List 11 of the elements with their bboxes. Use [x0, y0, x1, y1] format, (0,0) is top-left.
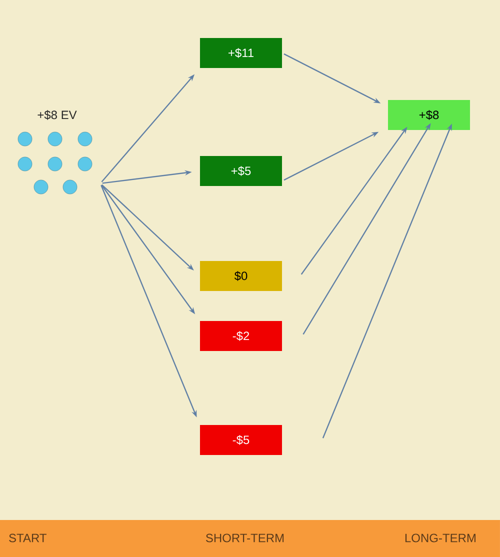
timeline-label: START	[9, 534, 46, 542]
node-label: +$8 EV	[38, 110, 77, 120]
timeline-label: LONG-TERM	[405, 534, 476, 542]
outcome-box: -$5	[200, 425, 282, 455]
start-group: +$8 EV	[18, 110, 92, 194]
outcome-box: -$2	[200, 321, 282, 351]
outcome-box: +$5	[200, 156, 282, 186]
result-box: +$8	[388, 100, 470, 130]
outcome-box: +$11	[200, 38, 282, 68]
outcome-box: $0	[200, 261, 282, 291]
timeline-label: SHORT-TERM	[206, 534, 284, 542]
